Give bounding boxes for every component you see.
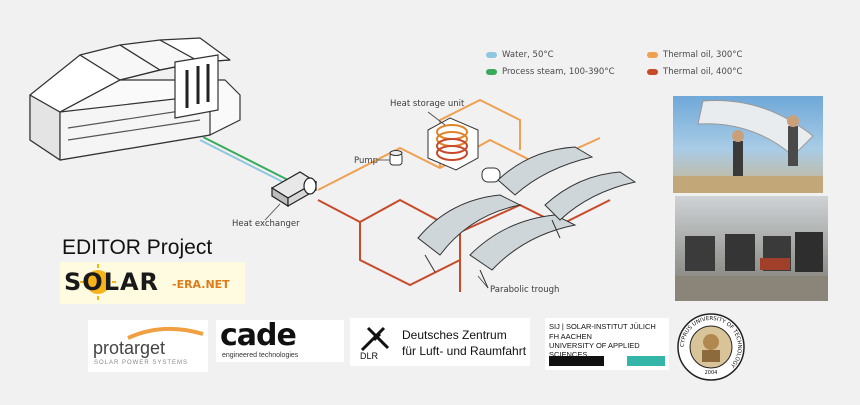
sij-line1: SIJ | SOLAR-INSTITUT JÜLICH xyxy=(549,322,656,331)
dlr-line1: Deutsches Zentrum xyxy=(402,328,507,342)
legend-oil300-label: Thermal oil, 300°C xyxy=(663,50,743,60)
oil400-swatch xyxy=(647,69,658,75)
trough-1 xyxy=(417,194,522,273)
tools-sign-icon xyxy=(174,54,219,119)
dlr-emblem-icon xyxy=(360,326,390,352)
storage-modules-photo xyxy=(675,196,828,301)
sij-line2: FH AACHEN xyxy=(549,332,592,341)
pump-label: Pump xyxy=(354,156,379,166)
project-title: EDITOR Project xyxy=(62,236,213,259)
parabolic-trough-array xyxy=(417,146,637,289)
valve-icon xyxy=(481,167,501,183)
trough-3 xyxy=(497,146,594,196)
protarget-arc-icon xyxy=(127,326,204,340)
steam-line xyxy=(202,136,289,181)
storage-modules-scene xyxy=(675,232,828,301)
water-swatch xyxy=(486,52,497,58)
heat-exchanger-icon xyxy=(270,171,318,208)
legend-oil400-label: Thermal oil, 400°C xyxy=(663,67,743,77)
sij-logo: SIJ | SOLAR-INSTITUT JÜLICH FH AACHEN UN… xyxy=(545,318,669,370)
oil300-swatch xyxy=(647,52,658,58)
steam-swatch xyxy=(486,69,497,75)
water-line xyxy=(199,139,286,184)
cade-logo: cade engineered technologies xyxy=(216,320,344,362)
solar-era-logo: SOLAR -ERA.NET xyxy=(60,262,245,304)
legend-steam: Process steam, 100-390°C xyxy=(486,67,615,77)
parabolic-trough-label: Parabolic trough xyxy=(490,285,560,295)
legend-oil400: Thermal oil, 400°C xyxy=(647,67,742,77)
sun-icon xyxy=(80,264,116,300)
heat-exchanger-label: Heat exchanger xyxy=(232,219,300,229)
exchanger-pointer xyxy=(264,203,281,221)
legend-water-label: Water, 50°C xyxy=(502,50,554,60)
trough-2 xyxy=(469,214,577,289)
heat-storage-unit xyxy=(427,117,479,171)
trough-4 xyxy=(544,171,637,239)
cyprus-university-seal: CYPRUS UNIVERSITY OF TECHNOLOGY 2004 xyxy=(677,313,745,381)
trough-installation-photo xyxy=(673,96,823,193)
heat-storage-label: Heat storage unit xyxy=(390,99,465,109)
trough-pointer xyxy=(477,275,489,289)
legend-steam-label: Process steam, 100-390°C xyxy=(502,67,615,77)
protarget-sub: SOLAR POWER SYSTEMS xyxy=(94,360,189,366)
cyprus-year: 2004 xyxy=(705,370,718,376)
solar-era-suffix: -ERA.NET xyxy=(172,278,230,291)
sij-line3: UNIVERSITY OF APPLIED SCIENCES xyxy=(549,341,640,359)
dlr-logo: DLR Deutsches Zentrum für Luft- und Raum… xyxy=(350,318,530,366)
sij-teal-bar xyxy=(627,356,665,366)
installation-scene xyxy=(673,99,823,193)
solar-era-main: SOLAR xyxy=(64,268,160,296)
cade-sub: engineered technologies xyxy=(222,352,299,359)
sij-black-bar xyxy=(549,356,604,366)
protarget-logo: protarget SOLAR POWER SYSTEMS xyxy=(88,320,208,372)
pump-icon xyxy=(389,150,403,166)
cade-name: cade xyxy=(220,320,297,353)
storage-pointer xyxy=(427,111,446,126)
legend-water: Water, 50°C xyxy=(486,50,554,60)
legend-oil300: Thermal oil, 300°C xyxy=(647,50,742,60)
dlr-short: DLR xyxy=(360,351,379,361)
dlr-line2: für Luft- und Raumfahrt xyxy=(402,344,527,358)
protarget-name: protarget xyxy=(93,338,166,358)
